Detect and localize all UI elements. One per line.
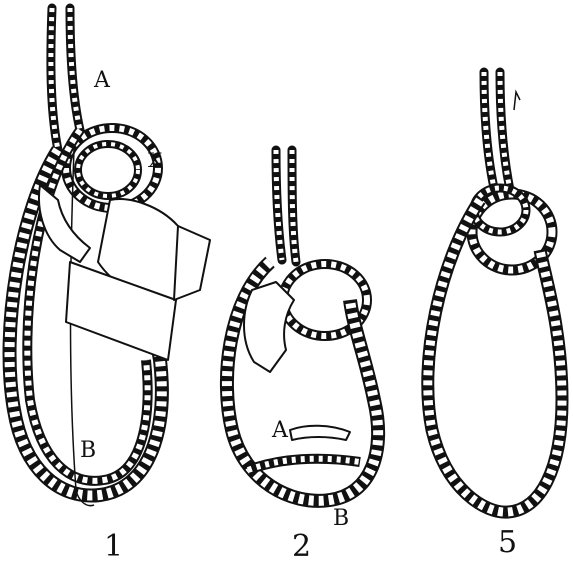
- figure-1-number: 1: [104, 532, 123, 562]
- fig1-cuff: [174, 226, 210, 300]
- fig2-label-b: B: [333, 508, 349, 530]
- fig1-label-x: X: [148, 150, 162, 170]
- figure-3-number: 5: [498, 528, 517, 558]
- figure-2-drawing: [227, 150, 378, 501]
- fig2-finger-tip: [290, 426, 350, 440]
- fig3-bowline-loop: [428, 200, 562, 512]
- fig3-tail-mark: [514, 92, 520, 110]
- fig2-label-a: A: [272, 420, 288, 442]
- fig1-label-a: A: [94, 70, 110, 92]
- figure-2-number: 2: [292, 532, 311, 562]
- figure-3-drawing: [428, 72, 562, 512]
- fig1-label-b: B: [80, 440, 96, 462]
- fig2-hand: [244, 282, 294, 372]
